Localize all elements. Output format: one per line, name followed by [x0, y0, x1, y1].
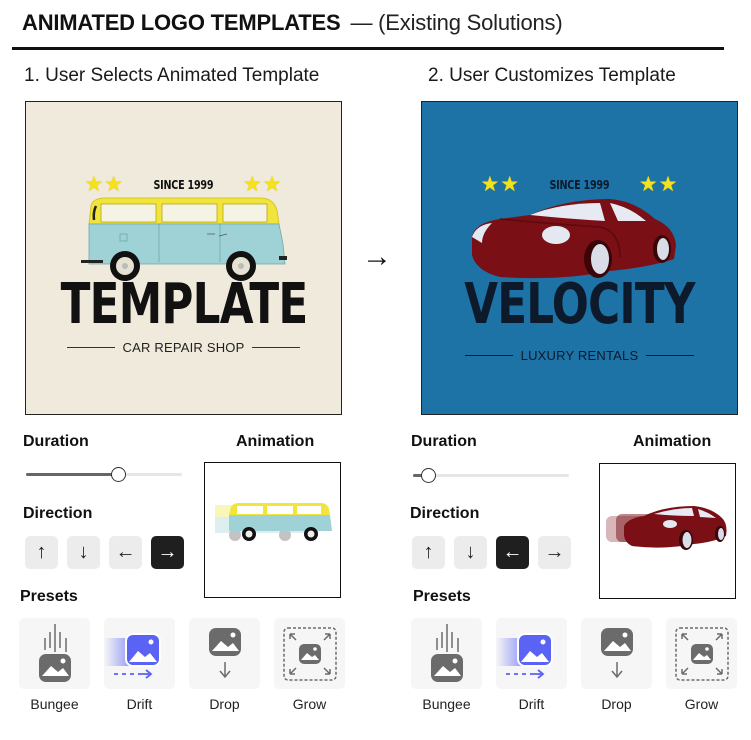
- direction-down-button[interactable]: ↓: [67, 536, 100, 569]
- preset-drift[interactable]: Drift: [496, 618, 567, 712]
- preset-label: Bungee: [30, 696, 79, 712]
- direction-up-button[interactable]: ↑: [412, 536, 445, 569]
- drift-icon: [496, 632, 553, 679]
- presets-list: Bungee Drift Drop: [19, 618, 345, 712]
- preset-tile[interactable]: [581, 618, 652, 689]
- drift-icon: [104, 632, 161, 679]
- tagline-line-left: [66, 346, 115, 349]
- stars-right-icon: ★★: [638, 173, 679, 196]
- car-motion-icon: [606, 506, 727, 550]
- slider-thumb[interactable]: [111, 467, 126, 482]
- animation-label: Animation: [236, 433, 315, 450]
- preset-label: Grow: [684, 696, 719, 712]
- slider-fill: [26, 473, 118, 476]
- direction-buttons: ↑ ↓ ← →: [25, 536, 184, 569]
- grow-icon: [674, 626, 729, 681]
- slider-thumb[interactable]: [421, 468, 436, 483]
- sports-car-icon: [472, 199, 676, 279]
- preset-drop[interactable]: Drop: [189, 618, 260, 712]
- tagline-line-left: [464, 354, 513, 357]
- stars-right-icon: ★★: [242, 173, 283, 196]
- direction-up-button[interactable]: ↑: [25, 536, 58, 569]
- preset-label: Drop: [601, 696, 632, 712]
- preset-tile[interactable]: [19, 618, 90, 689]
- stars-left-icon: ★★: [480, 173, 521, 196]
- bungee-icon: [38, 623, 71, 682]
- preset-label: Drift: [518, 696, 545, 712]
- customized-logo-preview[interactable]: ★★ SINCE 1999 ★★ VELOCITY LUXURY RENTALS: [421, 101, 738, 415]
- logo-wordmark: VELOCITY: [464, 272, 695, 337]
- direction-right-button[interactable]: →: [151, 536, 184, 569]
- animation-preview: [204, 462, 341, 598]
- drop-icon: [600, 627, 633, 678]
- direction-label: Direction: [23, 505, 93, 522]
- logo-tagline: LUXURY RENTALS: [520, 348, 639, 363]
- stars-left-icon: ★★: [84, 173, 125, 196]
- preset-label: Grow: [292, 696, 327, 712]
- duration-label: Duration: [411, 433, 477, 450]
- stars-row: ★★ SINCE 1999 ★★: [26, 172, 341, 197]
- preset-drift[interactable]: Drift: [104, 618, 175, 712]
- preset-tile[interactable]: [104, 618, 175, 689]
- presets-label: Presets: [20, 588, 78, 605]
- page-title: ANIMATED LOGO TEMPLATES — (Existing Solut…: [22, 10, 563, 36]
- preset-tile[interactable]: [666, 618, 737, 689]
- duration-slider[interactable]: [26, 467, 182, 482]
- direction-right-button[interactable]: →: [538, 536, 571, 569]
- preset-bungee[interactable]: Bungee: [411, 618, 482, 712]
- step-2-label: 2. User Customizes Template: [428, 65, 676, 86]
- duration-label: Duration: [23, 433, 89, 450]
- preset-drop[interactable]: Drop: [581, 618, 652, 712]
- title-sub: — (Existing Solutions): [350, 10, 563, 35]
- preset-grow[interactable]: Grow: [666, 618, 737, 712]
- flow-arrow-icon: →: [362, 240, 392, 273]
- preset-tile[interactable]: [411, 618, 482, 689]
- animation-label: Animation: [633, 433, 712, 450]
- direction-label: Direction: [410, 505, 480, 522]
- title-main: ANIMATED LOGO TEMPLATES: [22, 10, 341, 35]
- grow-icon: [282, 626, 337, 681]
- preset-tile[interactable]: [496, 618, 567, 689]
- logo-tagline: CAR REPAIR SHOP: [122, 340, 245, 355]
- van-icon: [81, 197, 287, 281]
- direction-left-button[interactable]: ←: [496, 536, 529, 569]
- logo-wordmark: TEMPLATE: [60, 272, 309, 337]
- direction-down-button[interactable]: ↓: [454, 536, 487, 569]
- slider-track: [413, 474, 569, 477]
- since-text: SINCE 1999: [549, 177, 610, 192]
- step-1-label: 1. User Selects Animated Template: [24, 65, 320, 86]
- direction-buttons: ↑ ↓ ← →: [412, 536, 571, 569]
- title-divider: [12, 47, 724, 50]
- stars-row: ★★ SINCE 1999 ★★: [422, 172, 737, 197]
- preset-label: Drift: [126, 696, 153, 712]
- template-logo-preview[interactable]: ★★ SINCE 1999 ★★ TEMPLATE CAR REPAIR SHO…: [25, 101, 342, 415]
- preset-tile[interactable]: [189, 618, 260, 689]
- preset-grow[interactable]: Grow: [274, 618, 345, 712]
- preset-label: Bungee: [422, 696, 471, 712]
- tagline-row: LUXURY RENTALS: [422, 348, 737, 363]
- animation-preview: [599, 463, 736, 599]
- since-text: SINCE 1999: [153, 177, 214, 192]
- tagline-line-right: [252, 346, 301, 349]
- tagline-row: CAR REPAIR SHOP: [26, 340, 341, 355]
- direction-left-button[interactable]: ←: [109, 536, 142, 569]
- slider-fill: [413, 474, 425, 477]
- van-motion-icon: [215, 503, 332, 541]
- drop-icon: [208, 627, 241, 678]
- duration-slider[interactable]: [413, 468, 569, 483]
- tagline-line-right: [646, 354, 695, 357]
- bungee-icon: [430, 623, 463, 682]
- preset-bungee[interactable]: Bungee: [19, 618, 90, 712]
- preset-tile[interactable]: [274, 618, 345, 689]
- presets-label: Presets: [413, 588, 471, 605]
- presets-list: Bungee Drift Drop: [411, 618, 737, 712]
- preset-label: Drop: [209, 696, 240, 712]
